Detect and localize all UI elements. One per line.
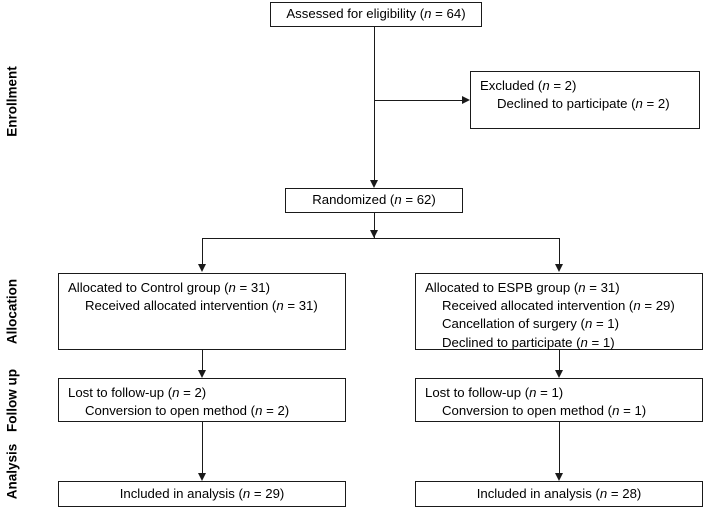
alloc-espb-line-1: Allocated to ESPB group (n = 31): [425, 280, 620, 295]
followup-espb-line-2: Conversion to open method (n = 1): [442, 403, 647, 419]
alloc-control-line-2: Received allocated intervention (n = 31): [85, 298, 318, 314]
arrow-split-left: [198, 264, 206, 272]
box-analysis-espb: Included in analysis (n = 28): [415, 481, 703, 507]
arrow-split-right: [555, 264, 563, 272]
analysis-espb-text: Included in analysis (n = 28): [476, 485, 642, 501]
stage-label-enrollment: Enrollment: [4, 66, 20, 137]
connector-alloc-espb-to-followup: [559, 350, 561, 371]
stage-label-allocation: Allocation: [4, 278, 20, 345]
followup-control-line-1: Lost to follow-up (n = 2): [68, 385, 207, 400]
followup-control-line-2: Conversion to open method (n = 2): [85, 403, 290, 419]
box-followup-control: Lost to follow-up (n = 2) Conversion to …: [58, 378, 346, 422]
connector-followup-espb-to-analysis: [559, 422, 561, 474]
connector-followup-control-to-analysis: [202, 422, 204, 474]
excluded-line-1: Excluded (n = 2): [480, 78, 577, 93]
arrow-assessed-to-randomized: [370, 180, 378, 188]
alloc-espb-line-3: Cancellation of surgery (n = 1): [442, 316, 620, 332]
assessed-text: Assessed for eligibility (n = 64): [286, 6, 466, 22]
arrow-followup-espb-to-analysis: [555, 473, 563, 481]
alloc-espb-line-2: Received allocated intervention (n = 29): [442, 298, 675, 314]
box-assessed-for-eligibility: Assessed for eligibility (n = 64): [270, 2, 482, 27]
excluded-line-2: Declined to participate (n = 2): [497, 96, 670, 112]
box-followup-espb: Lost to follow-up (n = 1) Conversion to …: [415, 378, 703, 422]
arrow-followup-control-to-analysis: [198, 473, 206, 481]
box-excluded: Excluded (n = 2) Declined to participate…: [470, 71, 700, 129]
box-analysis-control: Included in analysis (n = 29): [58, 481, 346, 507]
arrow-randomized-stem: [370, 230, 378, 238]
connector-allocation-split-bar: [202, 238, 560, 240]
connector-split-left: [202, 238, 204, 265]
connector-alloc-control-to-followup: [202, 350, 204, 371]
connector-to-excluded: [375, 100, 463, 102]
arrow-alloc-espb-to-followup: [555, 370, 563, 378]
alloc-control-line-1: Allocated to Control group (n = 31): [68, 280, 270, 295]
box-allocated-espb: Allocated to ESPB group (n = 31) Receive…: [415, 273, 703, 350]
analysis-control-text: Included in analysis (n = 29): [119, 485, 285, 501]
stage-label-analysis: Analysis: [4, 443, 20, 500]
connector-split-right: [559, 238, 561, 265]
connector-randomized-stem: [374, 213, 376, 238]
alloc-espb-line-4: Declined to participate (n = 1): [442, 334, 615, 350]
arrow-to-excluded: [462, 96, 470, 104]
followup-espb-line-1: Lost to follow-up (n = 1): [425, 385, 564, 400]
box-allocated-control: Allocated to Control group (n = 31) Rece…: [58, 273, 346, 350]
randomized-text: Randomized (n = 62): [312, 192, 436, 208]
connector-assessed-to-randomized: [374, 27, 376, 180]
box-randomized: Randomized (n = 62): [285, 188, 463, 213]
arrow-alloc-control-to-followup: [198, 370, 206, 378]
